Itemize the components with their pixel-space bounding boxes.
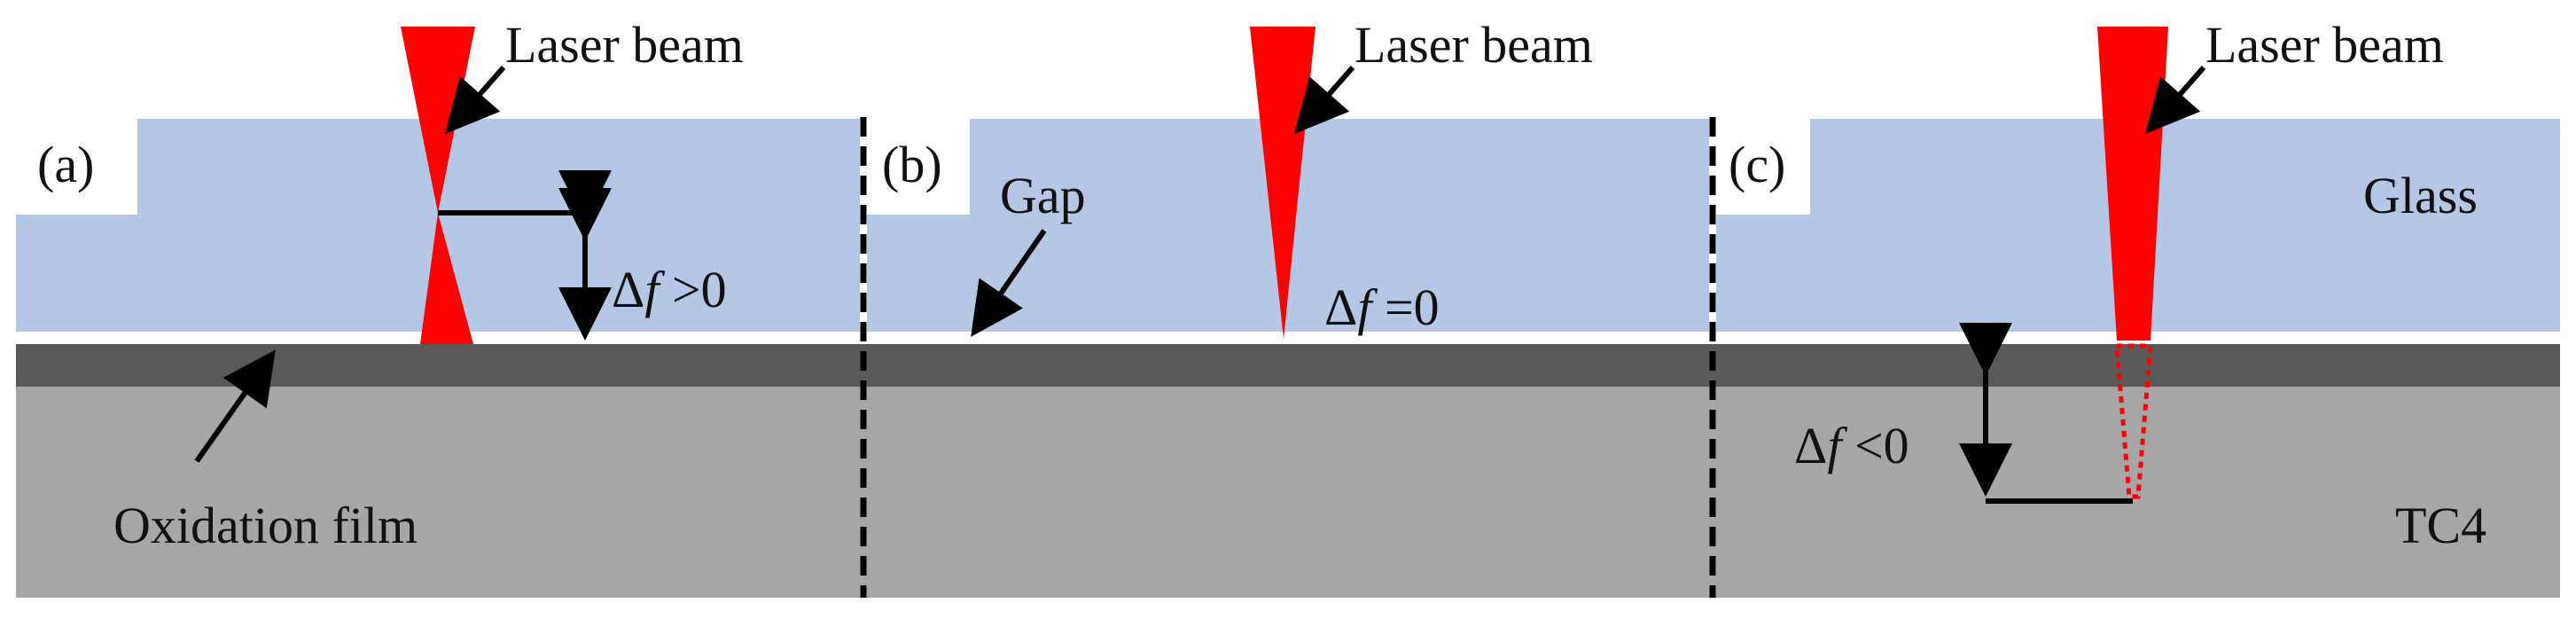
tc4-substrate [16,381,2560,598]
beam-label-b: Laser beam [1354,16,1593,74]
beam-label-a: Laser beam [505,16,744,74]
focus-label-c: Δf <0 [1794,417,1909,474]
gap-label: Gap [1000,167,1086,224]
beam-label-c: Laser beam [2205,16,2444,74]
glass-label: Glass [2363,167,2478,224]
beam-pointer-arrow-c [2145,66,2206,135]
panel-a-tag: (a) [37,136,94,193]
laser-beam-c-projected [2114,343,2153,499]
panel-c-tag: (c) [1729,136,1785,193]
gap-pointer-arrow [971,229,1047,337]
tc4-label: TC4 [2395,497,2486,554]
beam-pointer-arrow-a [445,66,506,135]
focus-label-a: Δf >0 [612,261,727,318]
oxidation-film-layer [16,344,2560,387]
oxidation-film-label: Oxidation film [113,497,418,554]
focus-label-b: Δf =0 [1324,278,1440,336]
beam-pointer-arrow-b [1294,66,1355,135]
oxide-pointer-arrow [194,349,276,463]
panel-b-tag: (b) [882,136,942,193]
